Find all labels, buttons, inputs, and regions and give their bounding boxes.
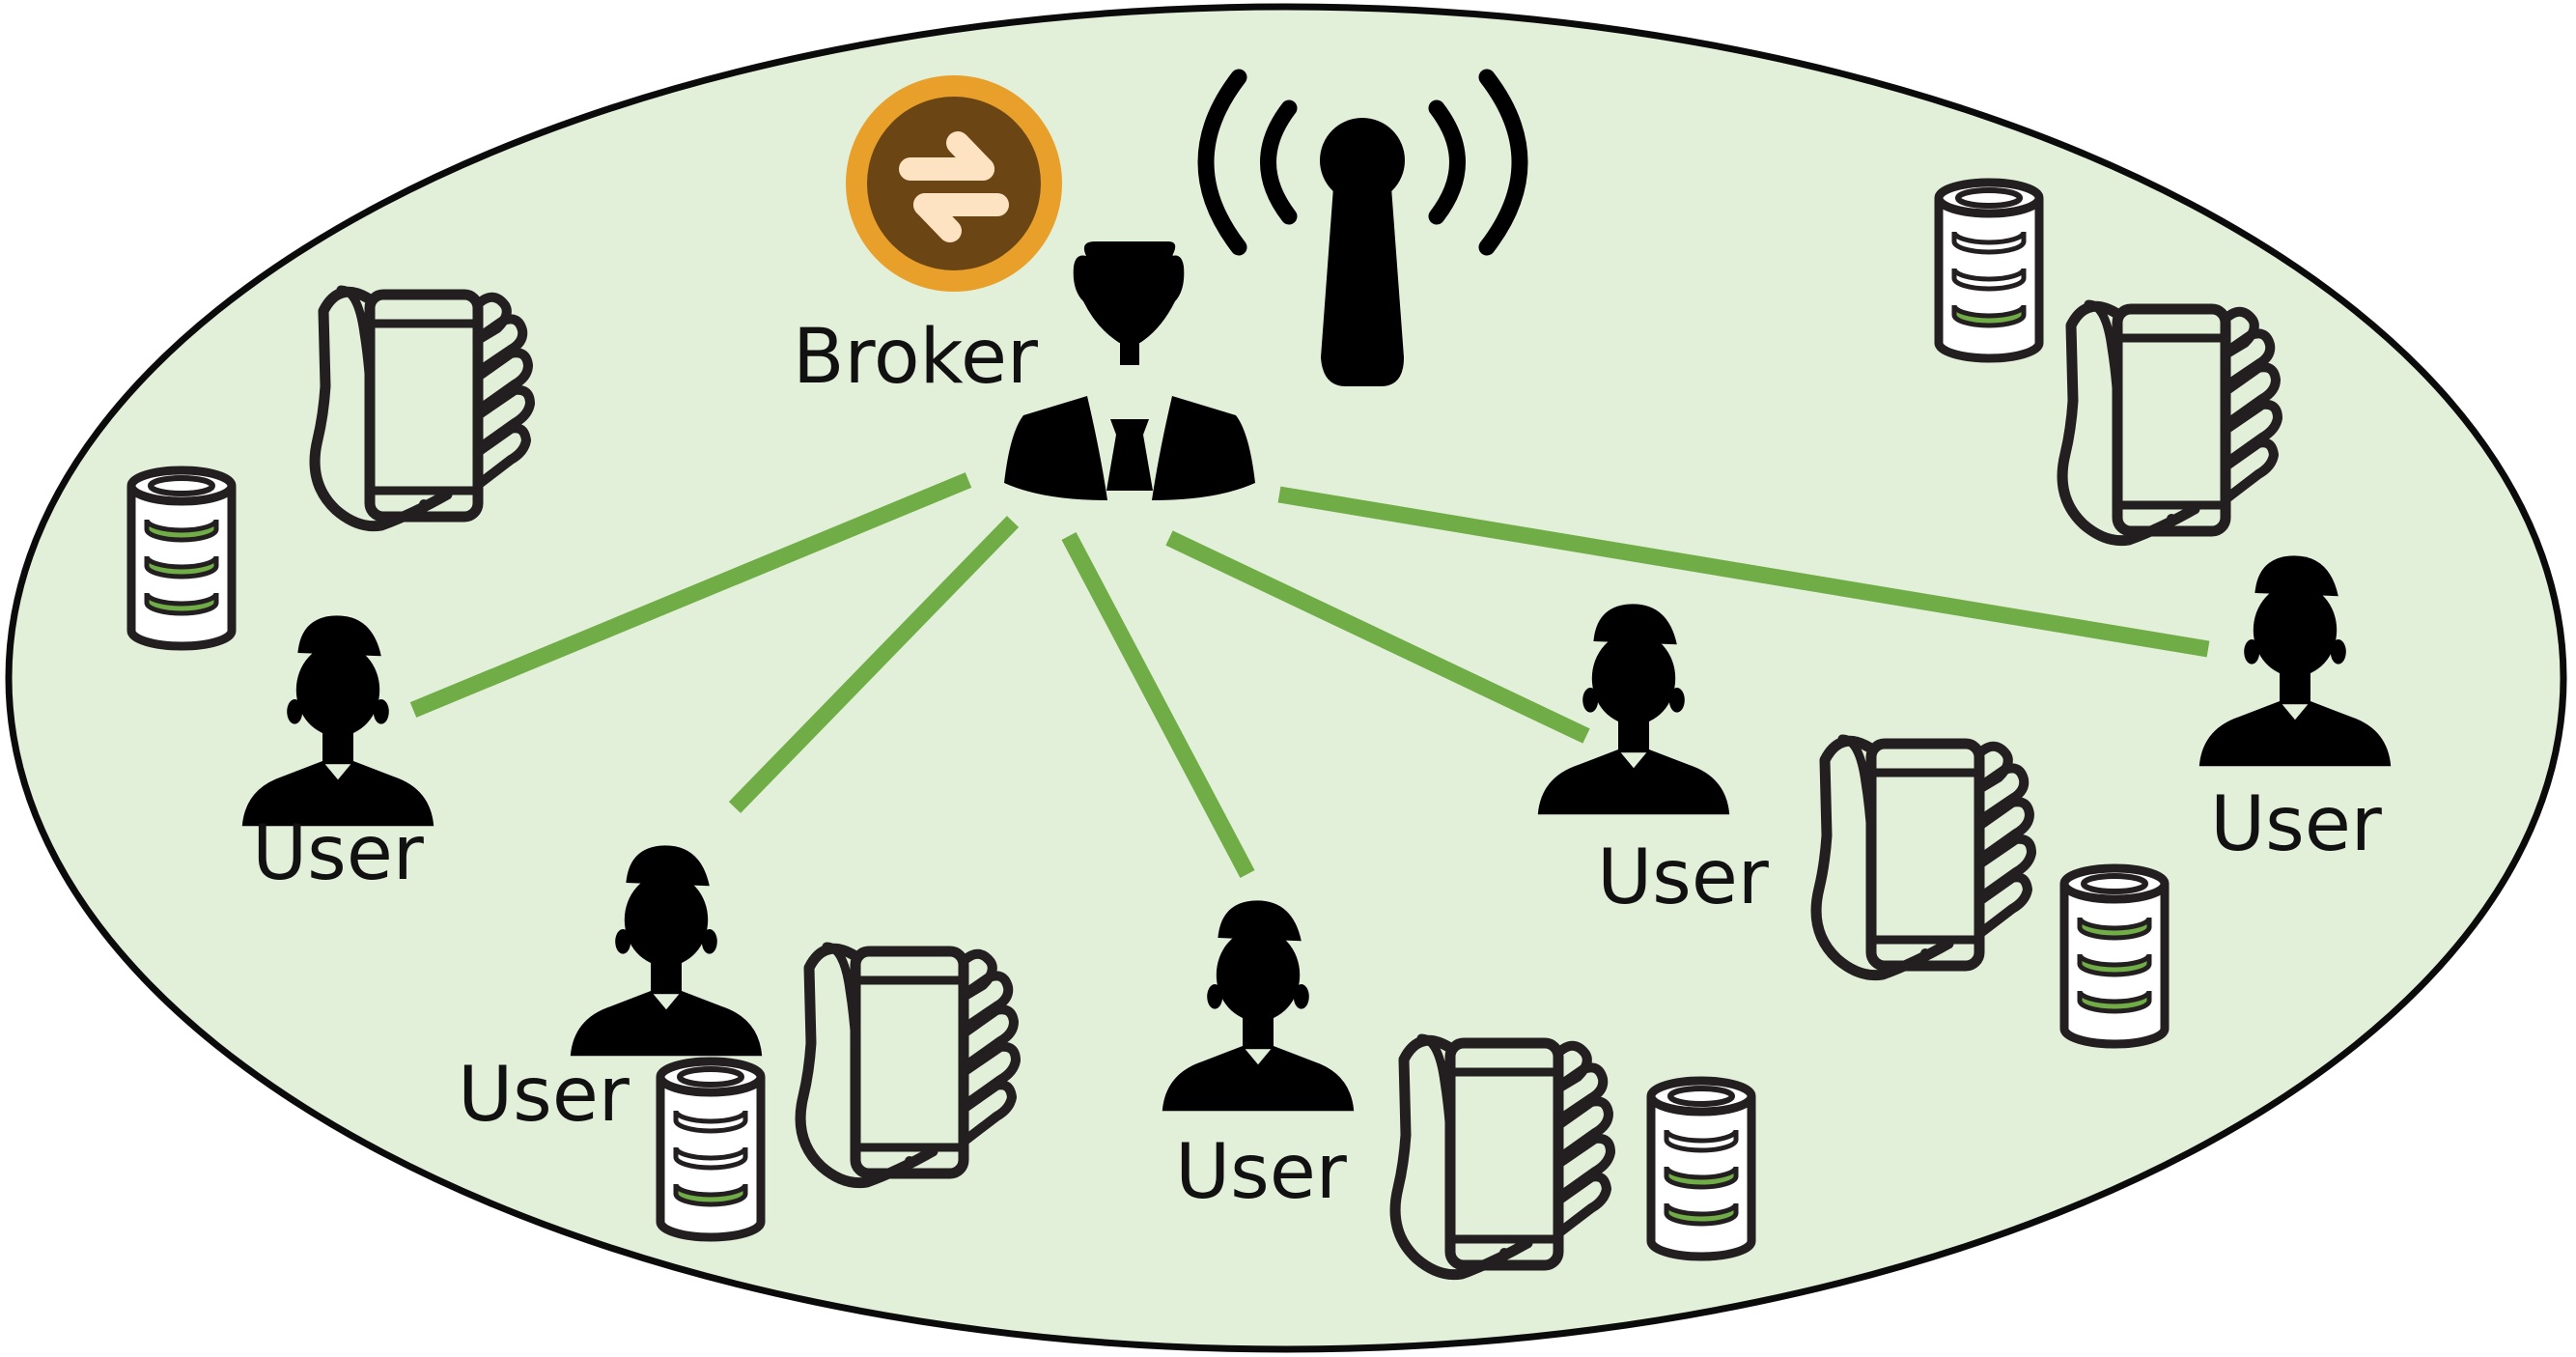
broker-node: Broker <box>793 69 1528 500</box>
user-label-1: User <box>252 810 425 897</box>
user-node-4: User <box>1537 604 2170 1049</box>
user-label-2: User <box>458 1052 630 1139</box>
link-broker-user-4 <box>1165 530 1590 744</box>
link-broker-user-5 <box>1277 486 2210 658</box>
user-label-4: User <box>1597 834 1770 921</box>
database-icon <box>2059 863 2170 1049</box>
antenna-icon <box>1197 69 1528 386</box>
link-broker-user-3 <box>1061 532 1255 878</box>
link-broker-user-2 <box>728 516 1020 813</box>
user-node-3: User <box>1162 900 1756 1274</box>
user-label-3: User <box>1175 1129 1348 1216</box>
database-icon <box>1934 178 2044 363</box>
user-label-5: User <box>2210 781 2383 868</box>
broker-label: Broker <box>793 314 1039 401</box>
links <box>409 472 2210 878</box>
user-node-5: User <box>1934 178 2392 868</box>
database-icon <box>126 466 237 651</box>
user-node-2: User <box>458 845 1016 1242</box>
user-node-1: User <box>126 290 530 897</box>
link-broker-user-1 <box>409 472 972 718</box>
database-icon <box>656 1057 766 1242</box>
database-icon <box>1646 1076 1756 1261</box>
coin-exchange-icon <box>846 75 1062 292</box>
broker-person-icon <box>1004 241 1255 500</box>
